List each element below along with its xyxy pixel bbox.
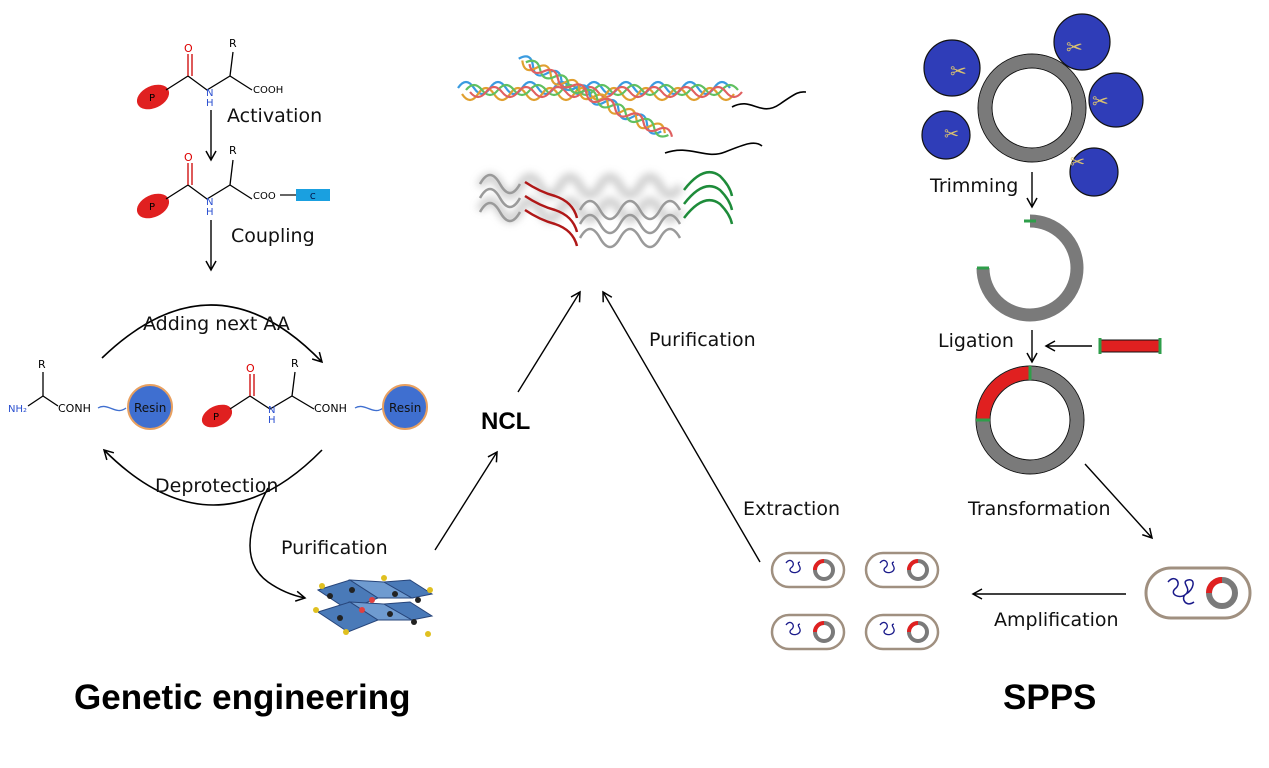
restriction-enzyme: ✂ bbox=[1088, 72, 1144, 128]
ligated-strands bbox=[478, 171, 734, 249]
restriction-enzyme: ✂ bbox=[1069, 147, 1119, 197]
molecule-activated-amino-acid: P O R N H COO C bbox=[136, 144, 330, 219]
peptide-sheet-structure bbox=[313, 575, 434, 637]
protecting-group-p bbox=[136, 193, 170, 219]
bacterium-large bbox=[1144, 566, 1252, 620]
helix-bundle-diagonal bbox=[518, 55, 674, 138]
nh2-label: NH₂ bbox=[8, 404, 27, 415]
bacterium-small bbox=[770, 551, 846, 589]
h-label: H bbox=[206, 98, 214, 109]
label-ligation: Ligation bbox=[938, 330, 1014, 352]
r-group-label: R bbox=[229, 37, 237, 50]
r-group-label: R bbox=[229, 144, 237, 157]
scissors-icon: ✂ bbox=[1070, 152, 1085, 173]
scissors-icon: ✂ bbox=[944, 124, 959, 145]
restriction-enzyme: ✂ bbox=[923, 39, 981, 97]
resin-bead bbox=[382, 384, 428, 430]
ligated-strands-glow bbox=[476, 173, 684, 223]
arrow-ncl-to-product bbox=[517, 290, 581, 393]
bacterium-small bbox=[864, 613, 940, 651]
label-adding-next-aa: Adding next AA bbox=[143, 313, 290, 335]
nh-label: N bbox=[206, 197, 213, 208]
r-group-label: R bbox=[38, 358, 46, 371]
arrow-adding-next-aa bbox=[101, 304, 324, 364]
title-genetic-engineering: Genetic engineering bbox=[74, 678, 411, 717]
arrow-to-purification bbox=[249, 487, 307, 602]
helix-tail-lower bbox=[664, 142, 763, 156]
nh-label: N bbox=[206, 88, 213, 99]
molecule-protected-amino-acid: P O R N H COOH bbox=[136, 37, 283, 110]
dna-insert bbox=[1098, 338, 1162, 354]
p-label: P bbox=[149, 93, 155, 104]
label-purification-center: Purification bbox=[649, 329, 756, 351]
plasmid-insert-segment bbox=[976, 366, 1031, 421]
label-trimming: Trimming bbox=[930, 175, 1019, 197]
scissors-icon: ✂ bbox=[1066, 35, 1083, 59]
label-activation: Activation bbox=[227, 105, 323, 127]
protecting-group-p bbox=[201, 404, 233, 428]
label-extraction: Extraction bbox=[743, 498, 840, 520]
arrow-left-to-ncl bbox=[434, 450, 498, 551]
oxygen-label: O bbox=[184, 42, 193, 55]
protecting-group-p bbox=[136, 84, 170, 110]
resin-label: Resin bbox=[134, 401, 166, 415]
cooh-label: COOH bbox=[253, 85, 283, 96]
resin-bead bbox=[127, 384, 173, 430]
oxygen-label: O bbox=[246, 362, 255, 375]
plasmid-cut bbox=[976, 214, 1084, 322]
p-label: P bbox=[149, 202, 155, 213]
molecule-resin-amine: NH₂ R CONH Resin bbox=[8, 358, 173, 430]
scissors-icon: ✂ bbox=[1092, 89, 1109, 113]
conh-label: CONH bbox=[58, 402, 91, 415]
conh-label: CONH bbox=[314, 402, 347, 415]
restriction-enzyme: ✂ bbox=[1053, 13, 1111, 71]
activator-label: C bbox=[310, 192, 316, 201]
helix-tail-upper bbox=[731, 91, 807, 110]
resin-label: Resin bbox=[389, 401, 421, 415]
nh-label: N bbox=[268, 405, 275, 416]
label-coupling: Coupling bbox=[231, 225, 315, 247]
arrow-extraction-to-product bbox=[602, 290, 761, 563]
p-label: P bbox=[213, 412, 219, 423]
bacterium-small bbox=[864, 551, 940, 589]
helix-bundle bbox=[457, 80, 743, 102]
label-purification-left: Purification bbox=[281, 537, 388, 559]
title-spps: SPPS bbox=[1003, 678, 1097, 717]
label-transformation: Transformation bbox=[968, 498, 1111, 520]
label-amplification: Amplification bbox=[994, 609, 1119, 631]
r-group-label: R bbox=[291, 357, 299, 370]
oxygen-label: O bbox=[184, 151, 193, 164]
arrow-deprotection bbox=[102, 448, 323, 506]
h-label: H bbox=[268, 415, 276, 426]
restriction-enzyme: ✂ bbox=[921, 110, 971, 160]
plasmid-intact bbox=[978, 54, 1086, 162]
bacterium-small bbox=[770, 613, 846, 651]
molecule-resin-protected: P O R N H CONH Resin bbox=[201, 357, 428, 430]
arrow-transformation bbox=[1084, 463, 1154, 540]
label-deprotection: Deprotection bbox=[155, 475, 279, 497]
scissors-icon: ✂ bbox=[950, 59, 967, 83]
activator-block bbox=[296, 189, 330, 201]
h-label: H bbox=[206, 207, 214, 218]
coo-label: COO bbox=[253, 191, 276, 202]
label-ncl: NCL bbox=[481, 408, 531, 435]
